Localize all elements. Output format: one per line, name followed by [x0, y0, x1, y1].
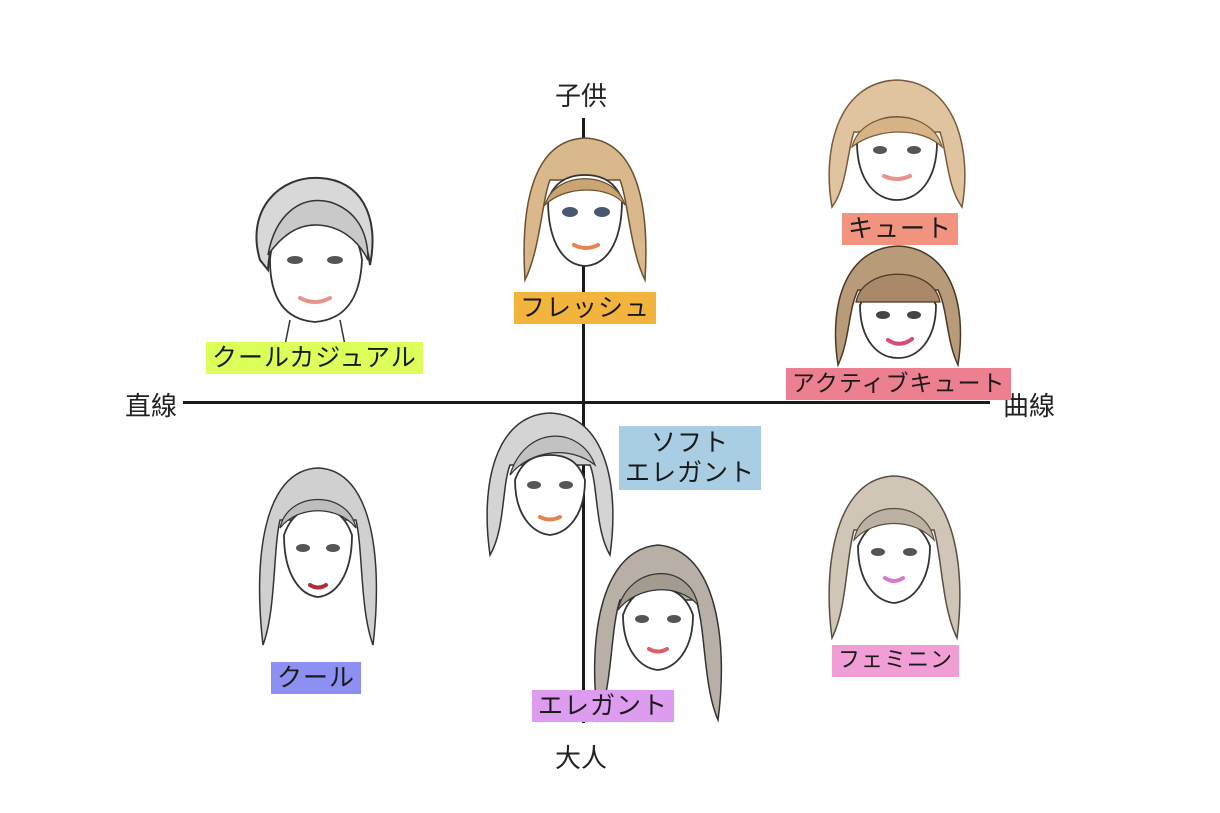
cool-casual-illustration: [255, 176, 374, 346]
axis-label-bottom: 大人: [555, 744, 608, 774]
soft-elegant-illustration: [486, 412, 614, 558]
horizontal-axis: [183, 401, 990, 404]
tag-soft-elegant: ソフト エレガント: [619, 426, 762, 490]
tag-soft-elegant-line2: エレガント: [625, 458, 756, 487]
tag-elegant: エレガント: [532, 690, 675, 722]
axis-label-left: 直線: [125, 392, 178, 422]
tag-cute: キュート: [842, 213, 959, 245]
cool-illustration: [258, 467, 378, 646]
axis-label-top: 子供: [555, 82, 608, 112]
elegant-illustration: [593, 544, 723, 723]
tag-fresh: フレッシュ: [514, 292, 657, 324]
axis-label-right: 曲線: [1003, 392, 1056, 422]
tag-feminine: フェミニン: [832, 645, 960, 677]
active-cute-illustration: [834, 245, 962, 368]
tag-cool: クール: [271, 662, 362, 694]
feminine-illustration: [828, 475, 961, 641]
fresh-illustration: [523, 137, 647, 283]
tag-active-cute: アクティブキュート: [786, 368, 1012, 400]
vertical-axis: [582, 118, 585, 723]
tag-soft-elegant-line1: ソフト: [651, 428, 730, 457]
tag-cool-casual: クールカジュアル: [206, 342, 423, 374]
cute-illustration: [828, 79, 966, 209]
